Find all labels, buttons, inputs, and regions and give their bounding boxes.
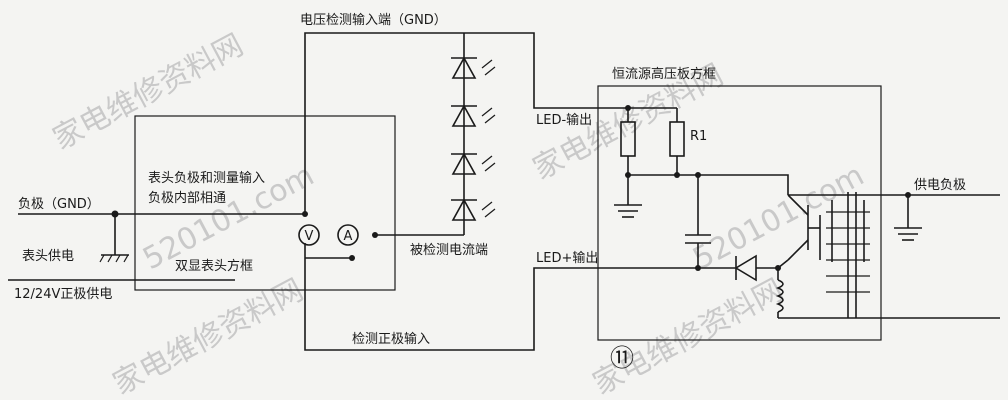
led-diode-icon xyxy=(451,56,496,79)
led-diode-icon xyxy=(451,198,496,221)
watermark-text: 家电维修资料网 xyxy=(587,273,789,400)
diode-icon xyxy=(698,254,778,282)
voltmeter-label: V xyxy=(305,229,314,244)
capacitor-icon xyxy=(685,175,711,268)
gnd-negative-label: 负极（GND） xyxy=(18,197,100,212)
led-diode-icon xyxy=(451,152,496,175)
voltage-detect-wire xyxy=(304,32,677,212)
inductor-icon xyxy=(775,268,784,318)
led-minus-label: LED-输出 xyxy=(536,112,592,128)
meter-internal-label: 负极内部相通 xyxy=(148,190,226,206)
led-diode-icon xyxy=(451,104,496,127)
positive-detect-wire xyxy=(304,243,698,351)
psu-box-title: 恒流源高压板方框 xyxy=(612,66,716,82)
supply-negative-label: 供电负极 xyxy=(914,178,966,193)
meter-power-label: 表头供电 xyxy=(22,249,74,264)
ammeter-label: A xyxy=(344,229,353,244)
transformer-icon xyxy=(826,192,870,318)
transistor-icon xyxy=(777,194,821,269)
watermark-text: 家电维修资料网 xyxy=(47,28,249,157)
dual-meter-box xyxy=(134,115,396,291)
watermark-text: 家电维修资料网 xyxy=(107,273,309,400)
meter-internal-label: 表头负极和测量输入 xyxy=(148,170,265,186)
ammeter-icon: A xyxy=(337,224,359,246)
positive-supply-label: 12/24V正极供电 xyxy=(14,287,112,302)
ground-icon xyxy=(614,204,642,218)
voltmeter-icon: V xyxy=(298,224,320,246)
resistor-r1-icon xyxy=(669,121,685,157)
psu-board-box xyxy=(597,85,882,341)
ground-icon xyxy=(99,254,129,263)
dual-meter-box-label: 双显表头方框 xyxy=(175,258,253,274)
led-string xyxy=(375,33,496,236)
positive-input-label: 检测正极输入 xyxy=(352,331,430,347)
voltage-input-label: 电压检测输入端（GND） xyxy=(300,12,447,28)
ground-icon xyxy=(894,227,922,241)
figure-number: ⑪ xyxy=(610,344,634,372)
led-plus-label: LED+输出 xyxy=(536,250,598,266)
r1-label: R1 xyxy=(690,129,707,144)
current-detect-label: 被检测电流端 xyxy=(410,243,488,258)
